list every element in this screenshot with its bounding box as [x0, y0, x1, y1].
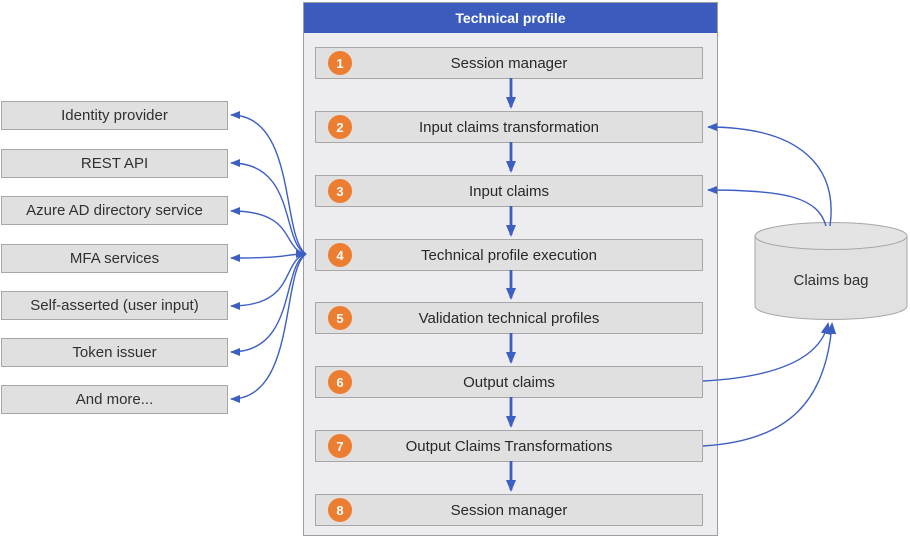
- provider-box-identity-provider: Identity provider: [1, 101, 228, 130]
- step-number-badge: 4: [328, 243, 352, 267]
- provider-box-mfa-services: MFA services: [1, 244, 228, 273]
- technical-profile-panel: Technical profile 1 Session manager 2 In…: [303, 2, 718, 536]
- step-label: Session manager: [450, 54, 568, 72]
- provider-label: And more...: [75, 391, 154, 408]
- step-session-manager-8: 8 Session manager: [315, 494, 703, 526]
- panel-title: Technical profile: [455, 10, 566, 26]
- step-label: Session manager: [450, 501, 568, 519]
- provider-box-and-more: And more...: [1, 385, 228, 414]
- provider-box-token-issuer: Token issuer: [1, 338, 228, 367]
- provider-box-rest-api: REST API: [1, 149, 228, 178]
- claims-bag-output-arrows: [702, 322, 837, 447]
- step-output-claims-transformations: 7 Output Claims Transformations: [315, 430, 703, 462]
- provider-label: REST API: [80, 155, 149, 172]
- provider-box-azure-ad-directory: Azure AD directory service: [1, 196, 228, 225]
- step-session-manager-1: 1 Session manager: [315, 47, 703, 79]
- provider-fan-arrows: [230, 111, 307, 403]
- step-number-badge: 6: [328, 370, 352, 394]
- step-number-badge: 2: [328, 115, 352, 139]
- step-number-badge: 3: [328, 179, 352, 203]
- step-label: Output claims: [463, 373, 555, 391]
- provider-box-self-asserted: Self-asserted (user input): [1, 291, 228, 320]
- provider-label: Azure AD directory service: [26, 202, 203, 219]
- step-output-claims: 6 Output claims: [315, 366, 703, 398]
- step-validation-technical-profiles: 5 Validation technical profiles: [315, 302, 703, 334]
- step-number-badge: 1: [328, 51, 352, 75]
- step-label: Technical profile execution: [421, 246, 597, 264]
- provider-label: Token issuer: [72, 344, 157, 361]
- step-technical-profile-execution: 4 Technical profile execution: [315, 239, 703, 271]
- step-label: Input claims transformation: [418, 118, 600, 136]
- step-label: Validation technical profiles: [418, 309, 600, 327]
- provider-label: MFA services: [69, 250, 160, 267]
- claims-bag-input-arrows: [707, 123, 832, 227]
- panel-header: Technical profile: [304, 3, 717, 33]
- step-input-claims: 3 Input claims: [315, 175, 703, 207]
- step-number-badge: 5: [328, 306, 352, 330]
- step-input-claims-transformation: 2 Input claims transformation: [315, 111, 703, 143]
- step-label: Input claims: [468, 182, 550, 200]
- claims-bag-cylinder: [754, 222, 908, 320]
- claims-bag-label: Claims bag: [793, 272, 869, 289]
- step-number-badge: 7: [328, 434, 352, 458]
- step-number-badge: 8: [328, 498, 352, 522]
- provider-label: Self-asserted (user input): [30, 297, 199, 314]
- step-label: Output Claims Transformations: [405, 437, 613, 455]
- provider-label: Identity provider: [61, 107, 168, 124]
